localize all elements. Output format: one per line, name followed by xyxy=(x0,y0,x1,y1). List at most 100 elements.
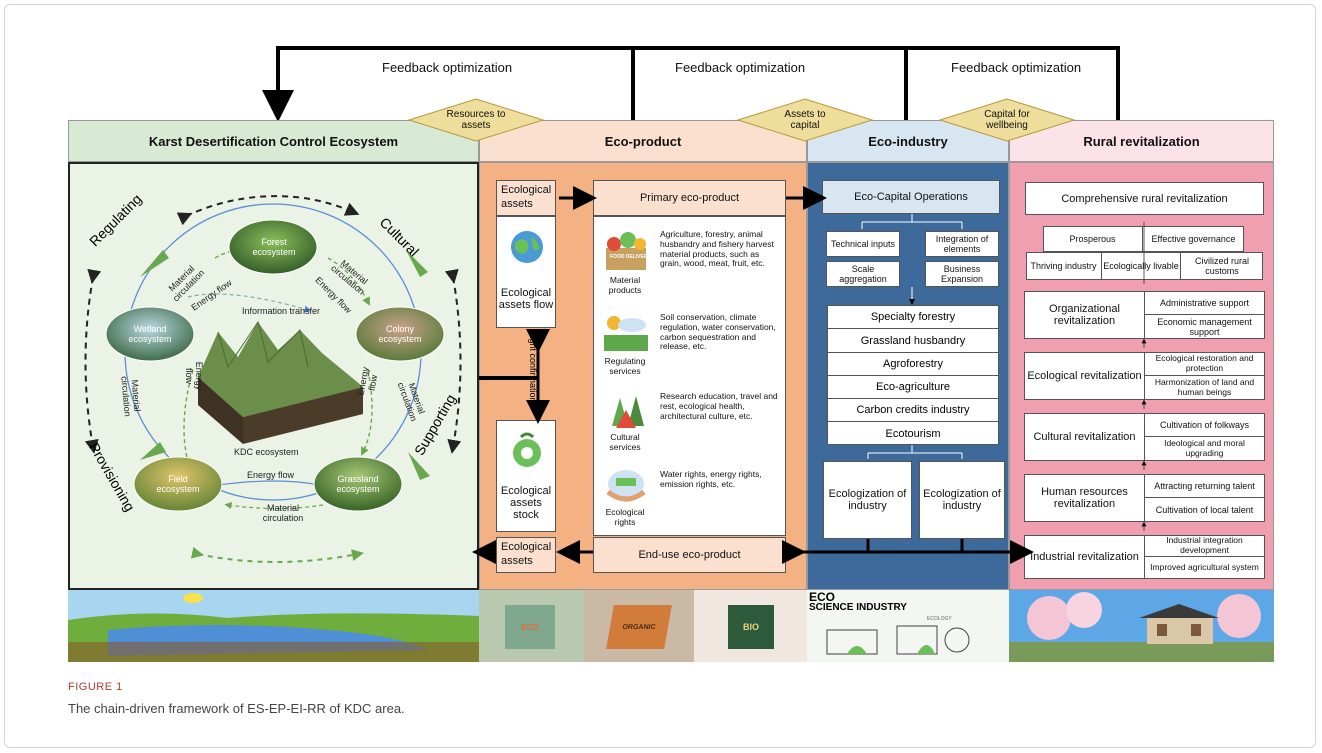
scale-aggregation: Scale aggregation xyxy=(826,261,900,287)
goal-effective-governance: Effective governance xyxy=(1151,234,1236,244)
eco-gear-icon xyxy=(513,432,541,467)
regulating-services-label: Regulating services xyxy=(604,356,646,376)
ecological-assets-stock-box: Ecological assets stock xyxy=(496,420,556,532)
food-basket-icon xyxy=(606,232,646,270)
industry-agroforestry: Agroforestry xyxy=(827,353,999,376)
cultural-services-desc: Research education, travel and rest, eco… xyxy=(660,391,778,421)
node-grassland: Grassland ecosystem xyxy=(336,474,380,494)
material-products-label: Material products xyxy=(608,275,642,295)
tent-trees-icon xyxy=(612,396,644,428)
eco-machine-icon xyxy=(826,625,970,655)
flow-material-circulation-5: Material circulation xyxy=(262,503,304,523)
group-organizational-name: Organizational revitalization xyxy=(1025,292,1145,338)
ecologization-of-industry-2: Ecologization of industry xyxy=(919,461,1005,539)
comprehensive-rural-revitalization: Comprehensive rural revitalization xyxy=(1025,182,1264,215)
package-bio: BIO xyxy=(728,605,774,649)
group-industrial-name: Industrial revitalization xyxy=(1025,536,1145,578)
food-delivery-badge: FOOD DELIVERY xyxy=(610,254,651,260)
group-ecological-item-2: Harmonization of land and human beings xyxy=(1154,376,1255,397)
end-use-eco-product: End-use eco-product xyxy=(593,537,786,573)
group-organizational-item-2: Economic management support xyxy=(1157,316,1252,337)
diamond-assets-to-capital xyxy=(737,98,873,142)
package-eco: ECO xyxy=(505,605,555,649)
ecological-rights-label: Ecological rights xyxy=(605,507,645,527)
diamond-capital-for-wellbeing xyxy=(939,98,1075,142)
cultural-services-label: Cultural services xyxy=(609,432,641,452)
ecological-assets-flow-box: Ecological assets flow xyxy=(496,216,556,328)
feedback-label-1: Feedback optimization xyxy=(382,60,513,75)
ecologization-of-industry-1: Ecologization of industry xyxy=(823,461,912,539)
diamond-assets-to-capital-label: Assets to capital xyxy=(784,108,826,132)
primary-eco-product: Primary eco-product xyxy=(593,180,786,216)
ecological-rights-desc: Water rights, energy rights, emission ri… xyxy=(660,469,762,489)
group-industrial: Industrial revitalization Industrial int… xyxy=(1024,535,1265,579)
node-field: Field ecosystem xyxy=(156,474,200,494)
eco-science-illustration: ECO SCIENCE INDUSTRY ECOLOGY xyxy=(807,590,1009,662)
feedback-label-3: Feedback optimization xyxy=(951,60,1082,75)
goals-row-2 xyxy=(1026,252,1263,280)
group-ecological: Ecological revitalization Ecological res… xyxy=(1024,352,1265,400)
goal-thriving-industry: Thriving industry xyxy=(1026,252,1102,280)
material-products-desc: Agriculture, forestry, animal husbandry … xyxy=(660,229,774,269)
group-industrial-item-1: Industrial integration development xyxy=(1145,535,1264,557)
industry-carbon-credits: Carbon credits industry xyxy=(827,399,999,422)
group-human-resources-item-1: Attracting returning talent xyxy=(1145,475,1264,498)
column-header-ecosystem: Karst Desertification Control Ecosystem xyxy=(68,120,479,162)
industry-ecotourism: Ecotourism xyxy=(885,427,941,440)
figure-label: FIGURE 1 xyxy=(68,681,123,693)
diamond-capital-for-wellbeing-label: Capital for wellbeing xyxy=(984,108,1030,132)
regulating-services-desc: Soil conservation, climate regulation, w… xyxy=(660,312,776,352)
group-cultural-item-1: Cultivation of folkways xyxy=(1145,414,1264,437)
center-label: KDC ecosystem xyxy=(234,447,299,457)
business-expansion: Business Expansion xyxy=(925,261,999,287)
group-organizational-item-1: Administrative support xyxy=(1145,292,1264,315)
integration-of-elements: Integration of elements xyxy=(925,231,999,257)
weather-icon xyxy=(604,316,648,351)
goal-ecologically-livable: Ecologically livable xyxy=(1102,252,1181,280)
industry-specialty-forestry: Specialty forestry xyxy=(827,305,999,329)
eco-capital-operations: Eco-Capital Operations xyxy=(822,180,1000,214)
flow-information-transfer: Information transfer xyxy=(242,306,321,316)
eco-science-subtitle: SCIENCE INDUSTRY xyxy=(809,602,907,613)
industry-eco-agriculture: Eco-agriculture xyxy=(827,376,999,399)
flow-energy-5: Energy flow xyxy=(247,470,295,480)
goal-prosperous: Prosperous xyxy=(1043,226,1143,252)
ecological-assets-flow-label: Ecological assets flow xyxy=(498,287,554,311)
group-cultural-item-2: Ideological and moral upgrading xyxy=(1164,437,1245,458)
node-colony: Colony ecosystem xyxy=(378,324,422,344)
group-industrial-item-2: Improved agricultural system xyxy=(1150,561,1259,572)
group-ecological-name: Ecological revitalization xyxy=(1025,353,1145,399)
industry-grassland-husbandry: Grassland husbandry xyxy=(827,329,999,353)
group-cultural: Cultural revitalization Cultivation of f… xyxy=(1024,413,1265,461)
group-organizational: Organizational revitalization Administra… xyxy=(1024,291,1265,339)
diamond-resources-to-assets-label: Resources to assets xyxy=(446,108,506,132)
figure-frame xyxy=(4,4,1316,748)
goals-row-1 xyxy=(1043,226,1244,252)
package-organic: ORGANIC xyxy=(606,605,672,649)
node-wetland: Wetland ecosystem xyxy=(128,324,172,344)
diamond-resources-to-assets xyxy=(408,98,544,142)
node-forest: Forest ecosystem xyxy=(252,237,296,257)
group-human-resources: Human resources revitalization Attractin… xyxy=(1024,474,1265,522)
figure-caption: The chain-driven framework of ES-EP-EI-R… xyxy=(68,701,405,716)
group-ecological-item-1: Ecological restoration and protection xyxy=(1145,353,1264,376)
technical-inputs: Technical inputs xyxy=(826,231,900,257)
group-human-resources-name: Human resources revitalization xyxy=(1025,475,1145,521)
column-header-ecoproduct: Eco-product xyxy=(479,120,807,162)
hands-earth-icon xyxy=(606,470,646,502)
lake-landscape-illustration xyxy=(68,590,479,662)
ecosystem-cycle-diagram xyxy=(84,195,462,563)
eco-science-tag: ECOLOGY xyxy=(927,616,952,622)
ecological-assets-top: Ecological assets xyxy=(496,180,556,216)
feedback-label-2: Feedback optimization xyxy=(675,60,806,75)
group-cultural-name: Cultural revitalization xyxy=(1025,414,1145,460)
goal-civilized-rural-customs: Civilized rural customs xyxy=(1194,256,1249,276)
village-cherry-blossom-illustration xyxy=(1009,590,1274,662)
eco-science-title: ECO xyxy=(809,590,836,604)
ecological-assets-stock-label: Ecological assets stock xyxy=(500,485,552,521)
globe-icon xyxy=(511,231,543,263)
group-human-resources-item-2: Cultivation of local talent xyxy=(1155,504,1254,515)
ecological-assets-bottom: Ecological assets xyxy=(496,537,556,573)
